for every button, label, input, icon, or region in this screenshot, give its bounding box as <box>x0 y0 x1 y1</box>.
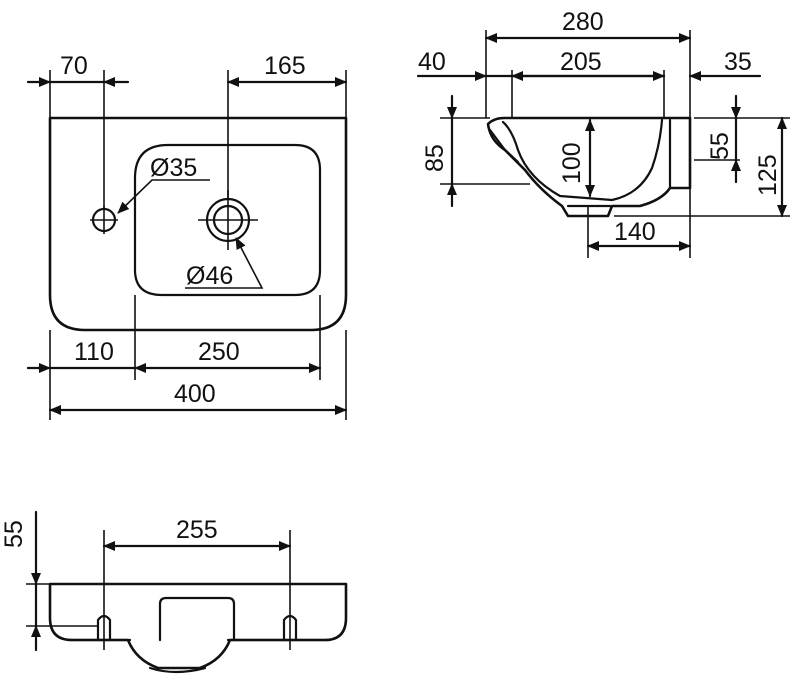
waste-hole-label: Ø46 <box>186 262 233 290</box>
dim-waste-offset: 140 <box>614 218 656 246</box>
dim-back-height: 55 <box>706 132 734 160</box>
bowl-outline <box>133 143 322 297</box>
dim-tap-to-right: 165 <box>264 52 306 80</box>
side-section-view: 280 40 205 35 85 100 55 125 140 <box>416 8 790 258</box>
dim-bowl-depth: 205 <box>560 48 602 76</box>
front-view: 255 55 <box>0 510 348 674</box>
dim-bowl-width: 250 <box>198 338 240 366</box>
dim-depth: 280 <box>562 8 604 36</box>
fixing-hole-right-icon <box>282 598 298 650</box>
dim-total-height: 125 <box>754 154 782 196</box>
dim-tap-offset: 70 <box>60 52 88 80</box>
dim-left-margin: 110 <box>74 338 114 366</box>
tap-hole-icon <box>90 206 118 234</box>
fixing-hole-left-icon <box>96 598 112 650</box>
front-outline <box>48 582 348 670</box>
top-view: 70 165 Ø35 Ø46 110 250 400 <box>26 52 348 420</box>
dim-fixing-height: 55 <box>0 520 28 548</box>
dim-bowl-height: 100 <box>558 142 586 184</box>
dim-fixing-spacing: 255 <box>176 516 218 544</box>
waste-hole-icon <box>198 190 258 250</box>
basin-outline <box>48 116 348 332</box>
dim-back-gap: 35 <box>724 48 752 76</box>
dim-total-width: 400 <box>174 380 216 408</box>
tap-hole-label: Ø35 <box>150 154 197 182</box>
dim-front-height: 85 <box>421 144 449 172</box>
dim-front-gap: 40 <box>418 48 446 76</box>
